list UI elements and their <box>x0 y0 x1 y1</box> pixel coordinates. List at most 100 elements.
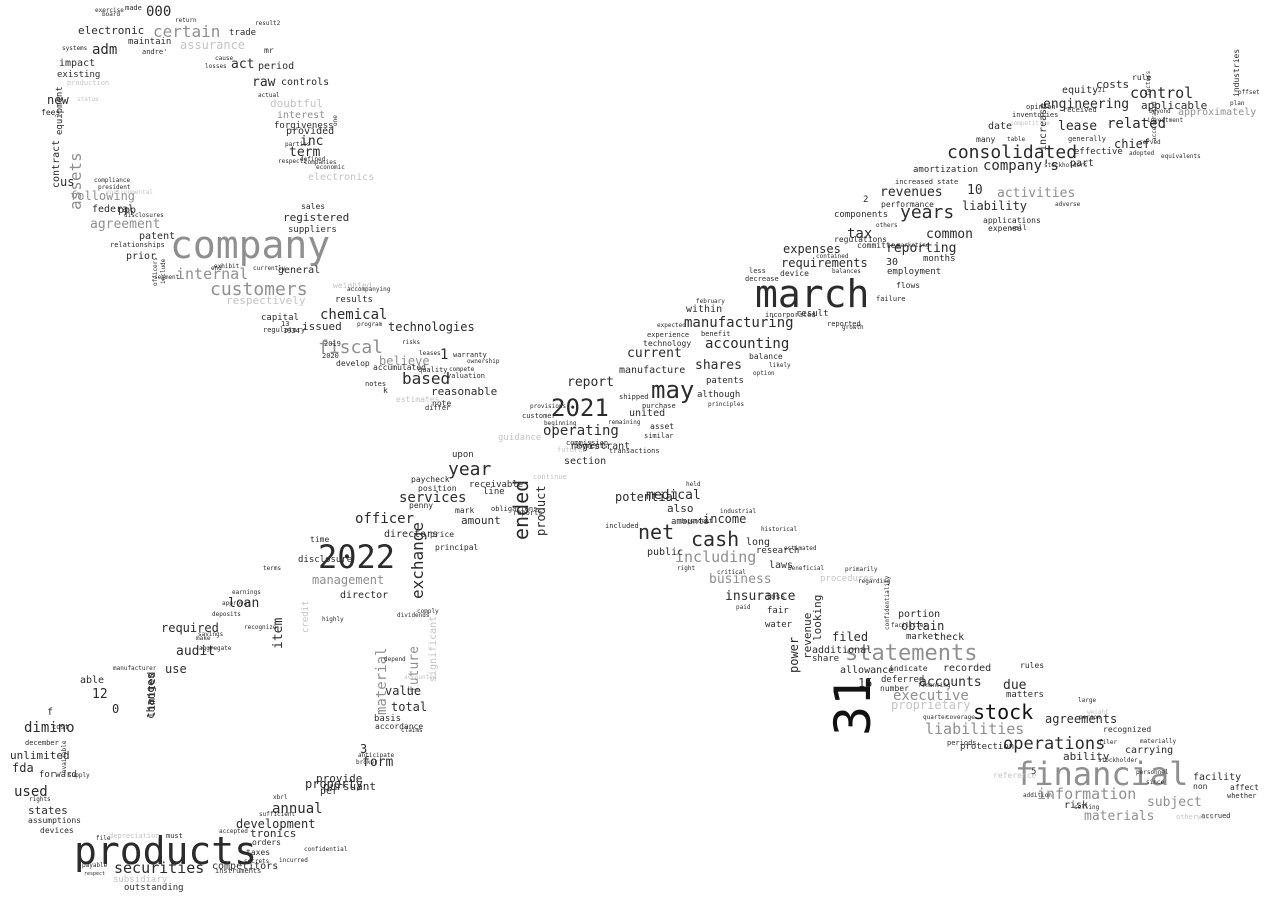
word-status: status <box>77 96 99 103</box>
word-receivable: receivable <box>469 480 524 490</box>
word-reporting: reporting <box>886 241 957 256</box>
word-expense: expense <box>988 224 1022 233</box>
word-fiscal: fiscal <box>318 337 384 358</box>
word-agreement: agreement <box>90 217 161 232</box>
word-10: 10 <box>967 183 983 198</box>
word-anticipate: anticipate <box>358 752 395 759</box>
word-critical: critical <box>717 569 746 576</box>
word-per: per <box>320 786 339 797</box>
word-21: 21 <box>1098 87 1106 94</box>
word-rights: rights <box>29 796 51 803</box>
word-expenses: expenses <box>783 242 841 256</box>
word-committee: committee <box>857 241 901 250</box>
word-research: research <box>756 546 800 556</box>
word-executive: executive <box>893 688 969 704</box>
word-year: year <box>448 459 492 480</box>
word-obtain: obtain <box>901 619 945 633</box>
word-impact: impact <box>59 58 96 69</box>
word-others: others <box>876 222 898 229</box>
word-reported: reported <box>827 320 861 328</box>
word-adopted: adopted <box>1129 150 1155 157</box>
word-beyond: beyond <box>1149 108 1171 115</box>
word-products: products <box>74 829 258 873</box>
word-risk: risk <box>1064 800 1089 811</box>
word-dimino: dimino <box>24 720 75 736</box>
word-operations: operations <box>1003 734 1106 754</box>
word-outstanding: outstanding <box>124 883 184 893</box>
word-states: states <box>28 804 68 817</box>
word-broker: broker <box>356 759 378 766</box>
word-future2: future2 <box>557 446 587 454</box>
word-2022: 2022 <box>318 538 396 576</box>
word-15: 15 <box>858 676 873 690</box>
word-february: february <box>696 298 725 305</box>
word-must: must <box>166 832 183 840</box>
word-business: business <box>709 572 772 587</box>
word-electronic: electronic <box>78 24 145 37</box>
word-company: company <box>170 223 331 267</box>
word-accrued: accrued <box>1201 812 1231 820</box>
word-confidential: confidential <box>304 846 348 853</box>
word-inventories: inventories <box>1012 111 1059 119</box>
word-capital: capital <box>261 313 299 323</box>
word-basis: basis <box>374 714 402 724</box>
word-held: held <box>686 481 701 488</box>
word-long: long <box>746 537 771 548</box>
word-interest: interest <box>277 110 326 121</box>
word-return: return <box>175 17 197 24</box>
word-officers: officers <box>152 257 159 286</box>
word-part: part <box>1070 158 1095 169</box>
word-fda: fda <box>12 761 34 775</box>
word-stockholders: stockholders <box>1044 162 1088 169</box>
word-board: board <box>102 11 121 18</box>
word-regarding: regarding <box>858 578 891 585</box>
word-although: although <box>697 390 741 400</box>
word-ability: ability <box>1063 750 1110 763</box>
word-accordance: accordance <box>375 722 424 731</box>
word-andre: andre' <box>142 48 168 56</box>
word-customer: customer <box>522 412 556 420</box>
word-marketing: marketing <box>897 242 930 249</box>
word-tronics: tronics <box>250 827 297 840</box>
word-leases: leases <box>419 350 441 357</box>
word-property: property <box>305 777 363 791</box>
word-highly: highly <box>322 616 344 623</box>
word-depreciation: depreciation <box>109 832 160 840</box>
word-mark: mark <box>455 506 475 515</box>
word-disclosure: disclosure <box>298 555 353 565</box>
word-related: related <box>1107 116 1167 132</box>
word-facilities: facilities <box>891 622 928 629</box>
word-chief: chief <box>1114 137 1151 151</box>
word-ppp: ppp <box>118 205 137 216</box>
word-filed: filed <box>832 630 869 644</box>
word-section: section <box>564 456 607 467</box>
word-warranty: warranty <box>453 351 487 359</box>
word-assurance: assurance <box>180 38 246 52</box>
word-cause: cause <box>215 55 234 62</box>
word-issued: issued <box>302 320 342 333</box>
word-deposits: deposits <box>212 611 241 618</box>
word-2021: 2021 <box>551 394 609 422</box>
word-disclosures: disclosures <box>124 212 164 219</box>
word-facility: facility <box>1193 772 1242 783</box>
word-paid: paid <box>736 604 751 611</box>
word-systems: systems <box>62 45 88 52</box>
word-public: public <box>647 547 684 558</box>
word-xbrl: xbrl <box>273 794 288 801</box>
word-net: net <box>638 520 675 544</box>
word-upon: upon <box>452 450 474 460</box>
word-accumulated: accumulated <box>373 363 426 372</box>
word-principles: principles <box>708 401 745 408</box>
word-sales: sales <box>301 202 326 211</box>
word-estimates: estimates <box>396 395 440 404</box>
word-30: 30 <box>886 257 899 268</box>
word-continue: continue <box>533 473 567 481</box>
word-certain: certain <box>153 22 221 41</box>
word-services: services <box>399 490 467 506</box>
word-tax: tax <box>847 226 873 242</box>
word-quality: quality <box>418 366 448 374</box>
word-paycheck: paycheck <box>411 475 450 484</box>
word-performance: performance <box>881 200 934 209</box>
word-5: 5 <box>1031 767 1037 777</box>
word-ownership: ownership <box>467 358 500 365</box>
